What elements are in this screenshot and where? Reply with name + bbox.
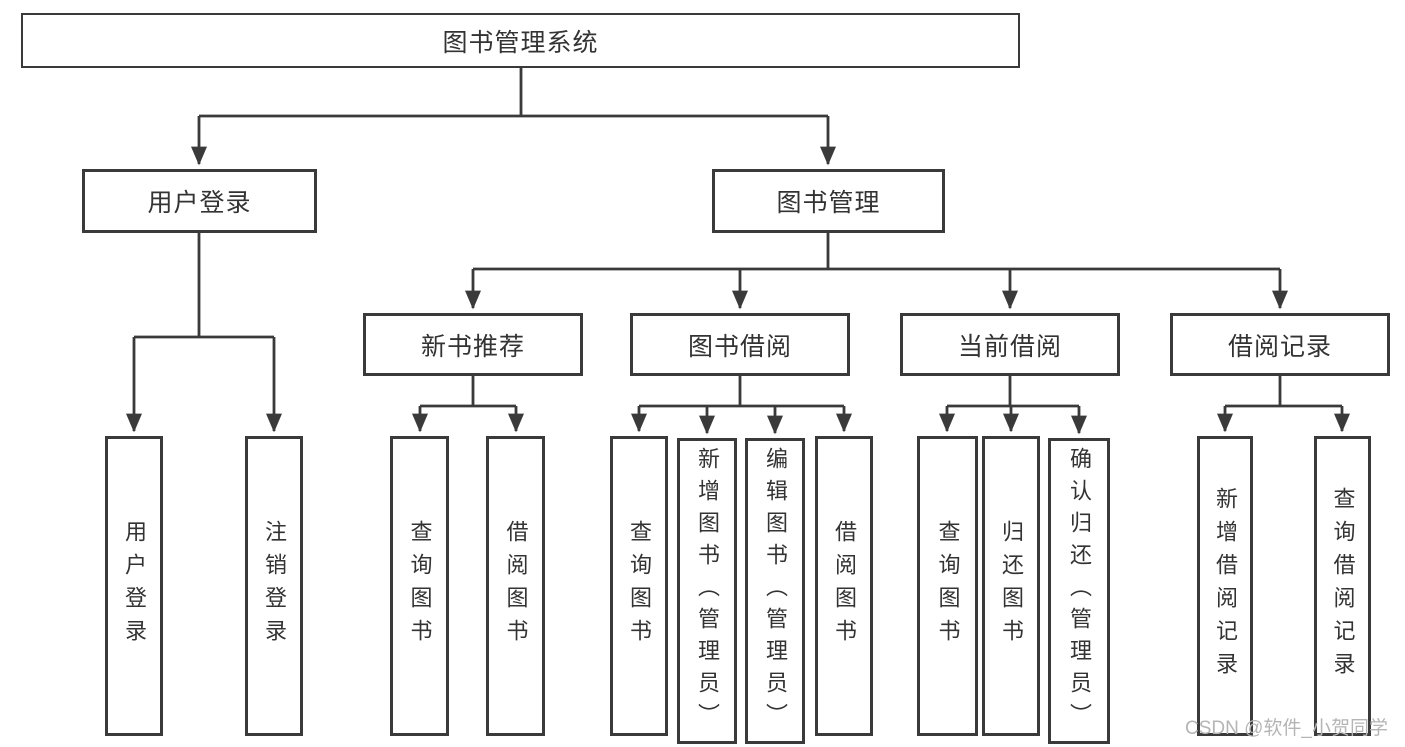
node-newbook-query: 查询图书 xyxy=(390,436,449,736)
node-borrow-edit-label: 编辑图书（管理员） xyxy=(763,447,788,735)
node-borrow-edit: 编辑图书（管理员） xyxy=(745,438,805,744)
node-borrow-add-label: 新增图书（管理员） xyxy=(695,447,720,735)
node-login: 用户登录 xyxy=(105,436,163,736)
node-current-return: 归还图书 xyxy=(982,436,1040,736)
node-book-mgmt-label: 图书管理 xyxy=(776,189,881,217)
node-login-label: 用户登录 xyxy=(122,520,147,652)
node-record-query: 查询借阅记录 xyxy=(1314,436,1371,736)
node-user-login-label: 用户登录 xyxy=(147,189,252,217)
node-borrow-add: 新增图书（管理员） xyxy=(677,438,737,744)
node-current-borrow-label: 当前借阅 xyxy=(957,332,1062,361)
node-current-confirm-label: 确认归还（管理员） xyxy=(1067,447,1092,735)
node-new-book-recommend-label: 新书推荐 xyxy=(420,332,525,361)
node-newbook-borrow: 借阅图书 xyxy=(486,436,545,736)
node-root: 图书管理系统 xyxy=(21,13,1020,68)
csdn-watermark: CSDN @软件_小贺同学 xyxy=(1185,718,1388,739)
node-record-query-label: 查询借阅记录 xyxy=(1330,487,1356,685)
node-borrow-query-label: 查询图书 xyxy=(627,520,652,652)
node-book-borrow-label: 图书借阅 xyxy=(687,332,792,361)
node-borrow-borrow-label: 借阅图书 xyxy=(832,520,857,652)
node-user-login: 用户登录 xyxy=(82,169,317,233)
node-current-query-label: 查询图书 xyxy=(935,520,961,652)
node-current-query: 查询图书 xyxy=(917,436,978,736)
node-logout-label: 注销登录 xyxy=(262,520,287,652)
node-record-add: 新增借阅记录 xyxy=(1197,436,1253,736)
node-new-book-recommend: 新书推荐 xyxy=(363,313,583,376)
node-current-confirm: 确认归还（管理员） xyxy=(1048,438,1110,744)
node-book-borrow: 图书借阅 xyxy=(630,313,850,376)
node-borrow-record: 借阅记录 xyxy=(1170,313,1390,376)
node-newbook-query-label: 查询图书 xyxy=(407,520,433,652)
node-current-borrow: 当前借阅 xyxy=(900,313,1120,376)
node-book-mgmt: 图书管理 xyxy=(712,169,945,233)
node-borrow-record-label: 借阅记录 xyxy=(1227,332,1332,361)
node-logout: 注销登录 xyxy=(245,436,303,736)
node-current-return-label: 归还图书 xyxy=(999,520,1024,652)
node-root-label: 图书管理系统 xyxy=(442,28,599,57)
node-borrow-query: 查询图书 xyxy=(610,436,668,736)
node-record-add-label: 新增借阅记录 xyxy=(1213,487,1238,685)
node-newbook-borrow-label: 借阅图书 xyxy=(503,520,529,652)
node-borrow-borrow: 借阅图书 xyxy=(815,436,873,736)
